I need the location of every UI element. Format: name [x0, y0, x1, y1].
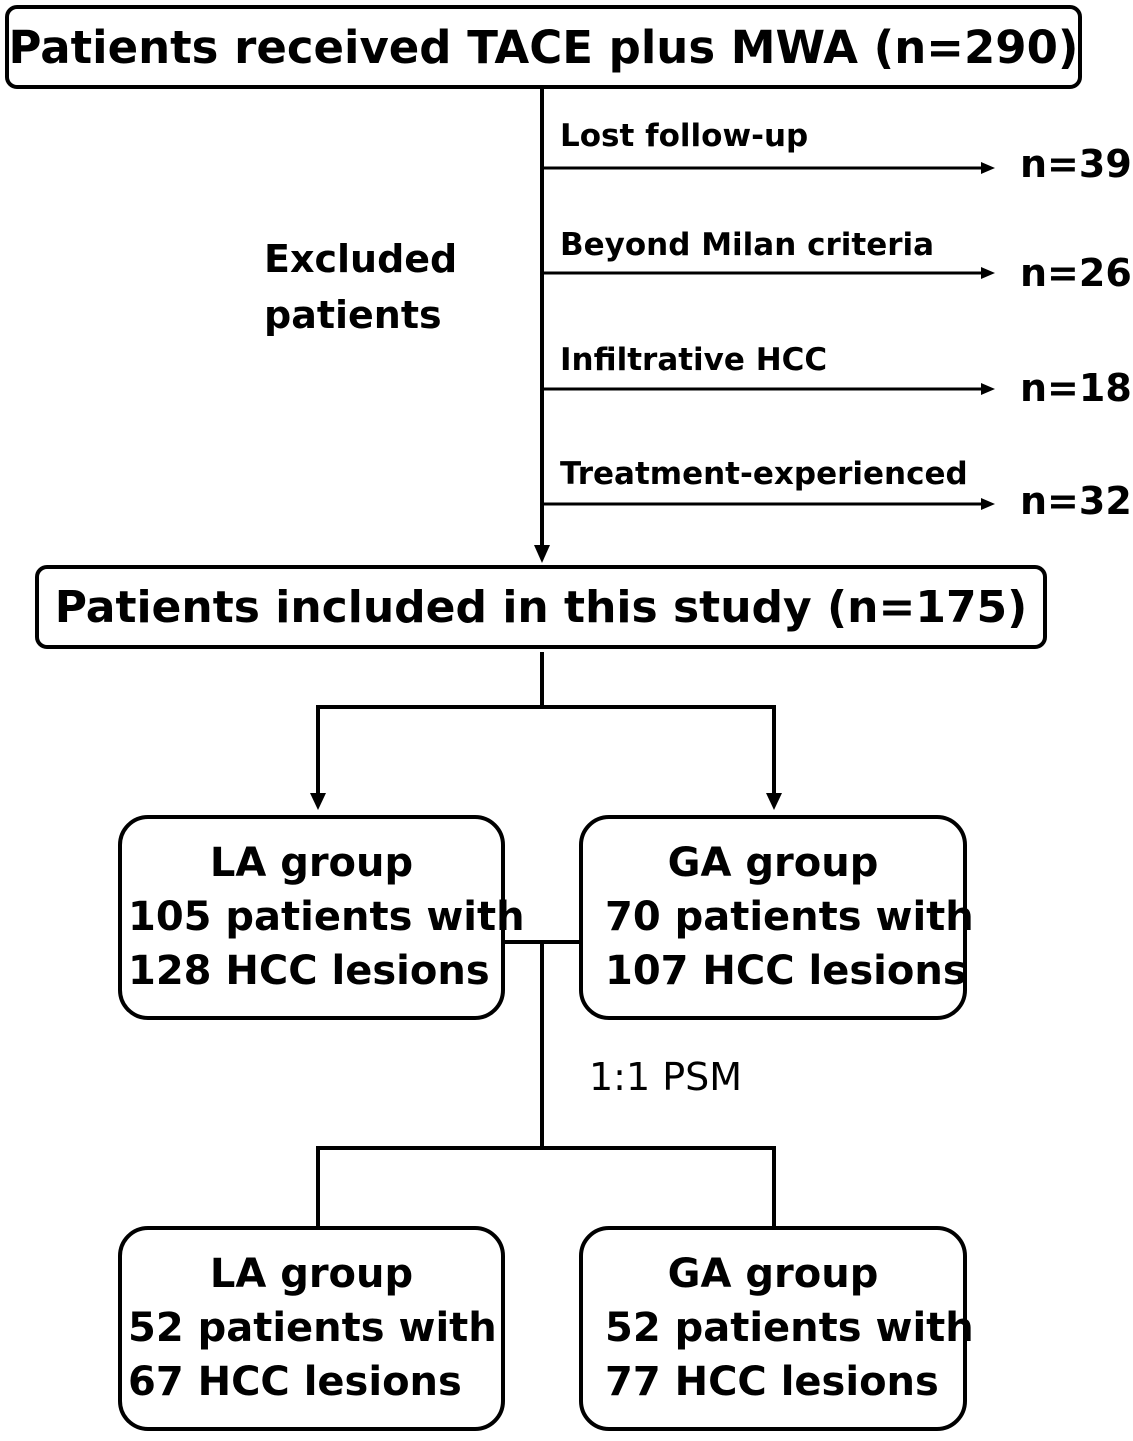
- included-box-text: Patients included in this study (n=175): [54, 581, 1028, 633]
- top-box-text: Patients received TACE plus MWA (n=290): [8, 20, 1079, 74]
- exclusion-count-1: n=39: [1020, 142, 1132, 186]
- exclusion-label-3: Infiltrative HCC: [560, 342, 828, 378]
- top-box: Patients received TACE plus MWA (n=290): [5, 5, 1082, 89]
- exclusion-label-2: Beyond Milan criteria: [560, 227, 935, 263]
- ga-group-patients: 70 patients with: [605, 894, 974, 940]
- ga-group-patients-after: 52 patients with: [605, 1305, 974, 1351]
- la-group-patients: 105 patients with: [128, 894, 525, 940]
- exclusion-count-4: n=32: [1020, 479, 1132, 523]
- main-arrowhead: [534, 545, 550, 563]
- la-group-title: LA group: [209, 840, 414, 886]
- exclusion-label-4: Treatment-experienced: [560, 456, 968, 492]
- psm-label: 1:1 PSM: [589, 1055, 743, 1099]
- ga-group-title: GA group: [667, 840, 879, 886]
- exclusion-count-2: n=26: [1020, 251, 1132, 295]
- ga-group-box-after-psm: GA group 52 patients with 77 HCC lesions: [579, 1226, 974, 1431]
- split-left-arrowhead: [310, 793, 326, 810]
- excluded-label-line1: Excluded: [264, 237, 458, 281]
- ga-group-box-before-psm: GA group 70 patients with 107 HCC lesion…: [579, 815, 974, 1020]
- la-group-box-after-psm: LA group 52 patients with 67 HCC lesions: [118, 1226, 505, 1431]
- included-box: Patients included in this study (n=175): [35, 565, 1047, 649]
- la-group-lesions-after: 67 HCC lesions: [128, 1359, 462, 1405]
- la-group-box-before-psm: LA group 105 patients with 128 HCC lesio…: [118, 815, 525, 1020]
- ga-group-lesions-after: 77 HCC lesions: [605, 1359, 939, 1405]
- exclusion-label-1: Lost follow-up: [560, 118, 809, 154]
- ga-group-lesions: 107 HCC lesions: [605, 948, 967, 994]
- la-group-title-after: LA group: [209, 1251, 414, 1297]
- excluded-label-line2: patients: [264, 293, 442, 337]
- split-right-arrowhead: [766, 793, 782, 810]
- ga-group-title-after: GA group: [667, 1251, 879, 1297]
- la-group-patients-after: 52 patients with: [128, 1305, 497, 1351]
- exclusion-count-3: n=18: [1020, 366, 1132, 410]
- la-group-lesions: 128 HCC lesions: [128, 948, 490, 994]
